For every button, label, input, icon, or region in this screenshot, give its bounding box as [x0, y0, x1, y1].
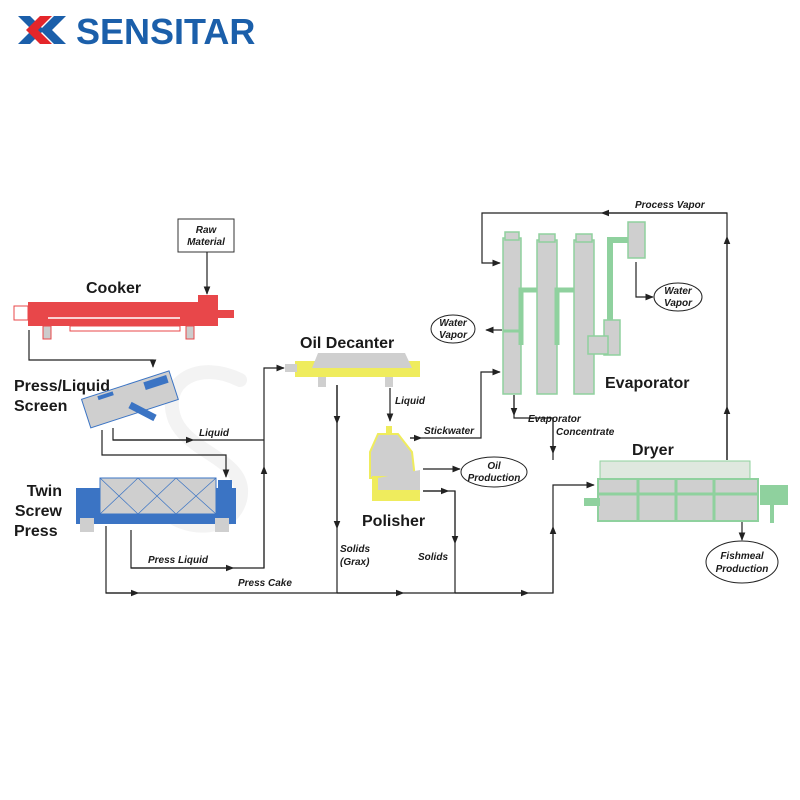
polisher-machine	[369, 426, 420, 501]
evaporator-label: Evaporator	[605, 375, 689, 392]
water-vapor-left-node: Water Vapor	[430, 314, 476, 344]
evap-concentrate-line	[513, 395, 554, 460]
oil-production-label: Production	[468, 473, 521, 484]
stickwater-line	[410, 368, 501, 439]
cooker-label: Cooker	[86, 280, 141, 297]
dryer-machine	[584, 460, 788, 523]
raw-material-label: Material	[187, 237, 225, 248]
liquid-label: Liquid	[199, 428, 230, 439]
cooker-machine	[13, 295, 234, 340]
press-screen-machine	[80, 370, 179, 429]
raw-material-label: Raw	[196, 225, 218, 236]
polisher-solids-label: Solids	[418, 552, 448, 563]
press-screen-label: Press/Liquid	[14, 378, 110, 395]
press-cake-label: Press Cake	[238, 578, 292, 589]
logo-mark-icon	[18, 16, 66, 44]
fishmeal-production-label: Production	[716, 564, 769, 575]
solids-grax-label: Solids	[340, 544, 370, 555]
water-vapor-right-node: Water Vapor	[653, 282, 703, 312]
water-vapor-right-line	[635, 262, 654, 301]
water-vapor-label: Vapor	[664, 298, 693, 309]
sensitar-logo: SENSITAR	[18, 11, 255, 52]
screen-to-press-line	[101, 430, 230, 478]
oil-production-node: Oil Production	[460, 456, 528, 488]
water-vapor-label: Water	[439, 318, 468, 329]
fishmeal-production-node: Fishmeal Production	[705, 540, 779, 584]
dryer-label: Dryer	[632, 442, 674, 459]
twin-screw-label: Twin	[27, 483, 62, 500]
polisher-solids-line	[423, 490, 456, 593]
stickwater-label: Stickwater	[424, 426, 475, 437]
process-vapor-label: Process Vapor	[635, 200, 706, 211]
twin-screw-label: Screw	[15, 503, 63, 520]
oil-production-label: Oil	[487, 461, 501, 472]
water-vapor-label: Vapor	[439, 330, 468, 341]
press-screen-label: Screen	[14, 398, 67, 415]
evaporator-machine	[502, 221, 646, 395]
solids-grax-label: (Grax)	[340, 557, 370, 568]
evap-concentrate-label: Concentrate	[556, 427, 615, 438]
cooker-to-screen-line	[28, 330, 157, 368]
water-vapor-label: Water	[664, 286, 693, 297]
press-liquid-label: Press Liquid	[148, 555, 209, 566]
screen-chute	[128, 401, 157, 422]
decanter-liquid-label: Liquid	[395, 396, 426, 407]
oil-decanter-machine	[285, 353, 420, 387]
polisher-label: Polisher	[362, 513, 425, 530]
raw-material-box: Raw Material	[177, 218, 235, 253]
twin-screw-label: Press	[14, 523, 58, 540]
fishmeal-production-label: Fishmeal	[720, 551, 764, 562]
evap-concentrate-label: Evaporator	[528, 414, 582, 425]
twin-screw-press-machine	[76, 477, 236, 532]
logo-text: SENSITAR	[76, 11, 255, 52]
oil-decanter-label: Oil Decanter	[300, 335, 394, 352]
